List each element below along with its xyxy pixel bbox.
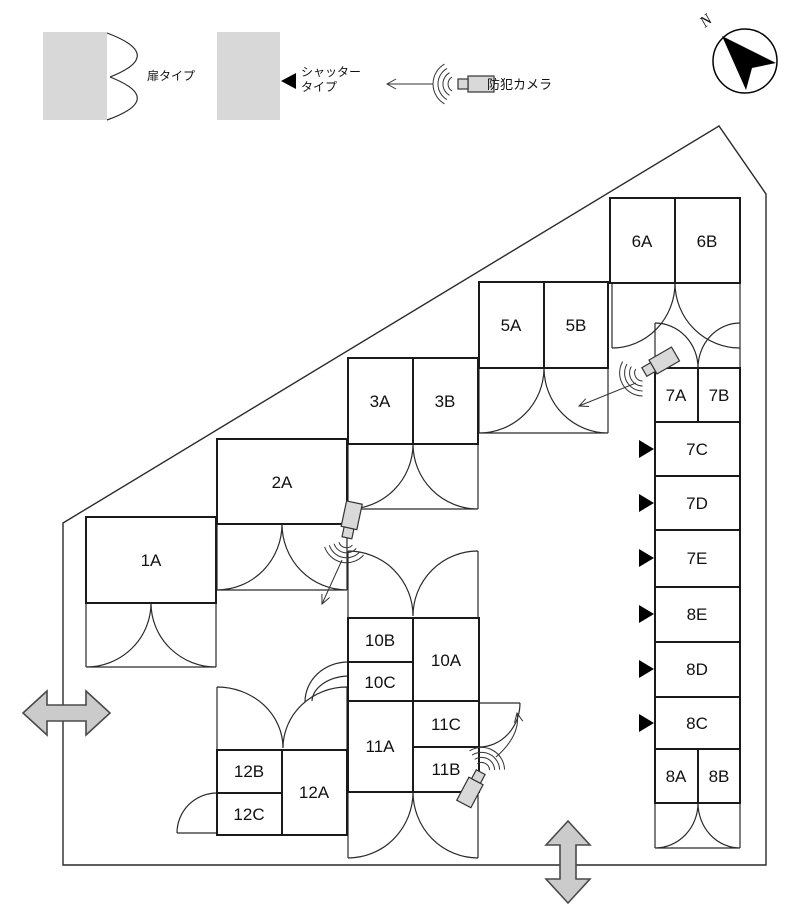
compass-circle — [712, 28, 778, 94]
door-area-1 — [85, 602, 217, 668]
unit-8C — [654, 696, 741, 750]
south-entrance-arrow — [544, 819, 592, 905]
unit-label-12A: 12A — [299, 783, 330, 802]
unit-7D — [654, 475, 741, 531]
door-type-swatch — [43, 32, 107, 120]
unit-labels: 1A 2A 3A 3B 5A 5B 6A 6B 7A 7B 7C 7D 7E 8… — [141, 232, 730, 824]
unit-7C — [654, 421, 741, 477]
unit-label-1A: 1A — [141, 551, 162, 570]
unit-7E — [654, 529, 741, 588]
shutter-indicators — [639, 440, 654, 732]
camera-direction-arrow-2 — [321, 559, 343, 606]
unit-label-12B: 12B — [234, 762, 264, 781]
camera-label: 防犯カメラ — [487, 77, 552, 92]
door-area-10c-left — [304, 661, 349, 703]
shutter-type-label-line2: タイプ — [301, 80, 337, 94]
camera-direction-arrow-1 — [577, 382, 637, 407]
unit-label-10A: 10A — [431, 651, 462, 670]
west-entrance-arrow — [21, 689, 112, 737]
shutter-triangle-icon — [281, 73, 296, 89]
unit-label-10B: 10B — [365, 631, 395, 650]
unit-label-7C: 7C — [686, 440, 708, 459]
camera-direction-arrow-legend — [385, 78, 433, 90]
unit-label-11C: 11C — [431, 715, 461, 734]
security-camera-icon-1 — [619, 346, 681, 397]
shutter-type-label-line1: シャッター — [301, 65, 361, 79]
door-area-12-top — [216, 686, 348, 750]
unit-label-5B: 5B — [566, 316, 587, 335]
door-area-5 — [478, 367, 609, 434]
door-area-8 — [654, 802, 741, 849]
security-cameras — [321, 346, 681, 809]
shutter-icon-7E — [639, 549, 654, 567]
unit-label-10C: 10C — [364, 673, 395, 692]
shutter-icon-8D — [639, 660, 654, 678]
unit-label-11A: 11A — [366, 737, 396, 756]
security-camera-icon-2 — [324, 500, 364, 564]
unit-label-7D: 7D — [686, 494, 708, 513]
legend: 扉タイプ シャッター タイプ 防犯カメラ — [43, 32, 552, 121]
door-area-11-bottom — [347, 791, 479, 859]
unit-label-5A: 5A — [501, 316, 522, 335]
unit-8D — [654, 641, 741, 698]
unit-blocks — [85, 197, 741, 836]
camera-direction-arrow-3 — [495, 711, 524, 758]
unit-label-8B: 8B — [709, 767, 730, 786]
unit-2A — [216, 438, 348, 525]
unit-label-7E: 7E — [687, 549, 708, 568]
unit-label-7B: 7B — [709, 386, 730, 405]
shutter-icon-8E — [639, 605, 654, 623]
shutter-icon-7C — [639, 440, 654, 458]
door-area-2 — [216, 523, 348, 591]
compass-north-label: N — [696, 10, 717, 31]
unit-label-8D: 8D — [686, 660, 708, 679]
unit-label-3A: 3A — [370, 392, 391, 411]
dividers-12 — [217, 750, 283, 835]
unit-label-8A: 8A — [666, 767, 687, 786]
compass-needle — [722, 36, 776, 90]
unit-label-11B: 11B — [432, 760, 461, 779]
door-type-label: 扉タイプ — [147, 69, 195, 83]
site-boundary — [62, 125, 767, 866]
door-area-6 — [611, 282, 741, 368]
unit-label-6A: 6A — [632, 232, 653, 251]
compass: N — [696, 10, 778, 94]
security-camera-icon-3 — [455, 746, 506, 809]
unit-label-7A: 7A — [666, 386, 687, 405]
unit-label-12C: 12C — [233, 805, 264, 824]
shutter-icon-7D — [639, 494, 654, 512]
door-area-12c-left — [176, 792, 218, 834]
unit-8E — [654, 586, 741, 643]
shutter-icon-8C — [639, 714, 654, 732]
door-area-3 — [347, 443, 479, 510]
door-area-11c-right — [478, 702, 521, 748]
shutter-type-swatch — [217, 32, 280, 120]
unit-label-8C: 8C — [686, 714, 708, 733]
unit-label-2A: 2A — [272, 473, 293, 492]
door-swing-icon — [106, 32, 138, 121]
unit-label-3B: 3B — [435, 392, 456, 411]
unit-label-8E: 8E — [687, 605, 708, 624]
security-camera-icon-legend — [432, 63, 495, 105]
door-area-10-top — [347, 550, 479, 618]
dividers-10-11 — [348, 618, 479, 792]
unit-label-6B: 6B — [697, 232, 718, 251]
unit-1A — [85, 516, 217, 604]
